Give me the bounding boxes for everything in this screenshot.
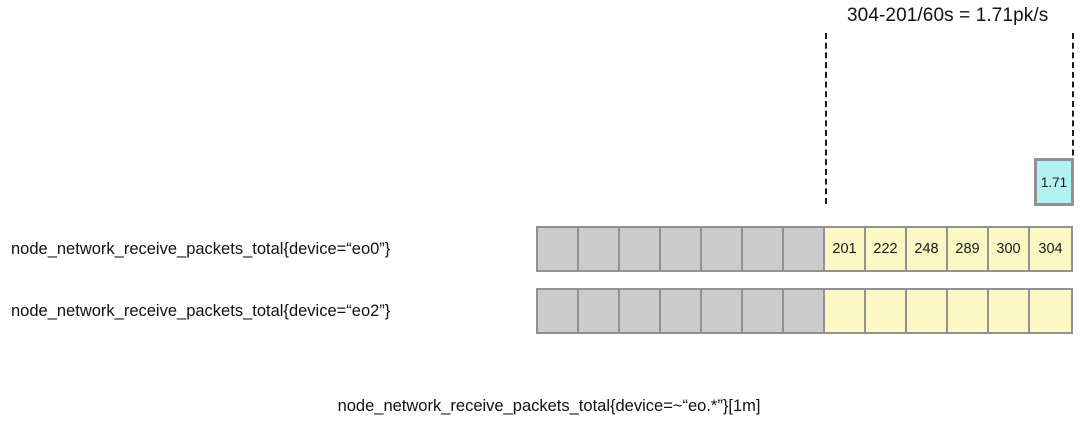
- series-label-eo2: node_network_receive_packets_total{devic…: [11, 302, 391, 320]
- sample-cell-past: [579, 290, 620, 332]
- sample-cell-window: [948, 290, 989, 332]
- sample-cell-window: [825, 290, 866, 332]
- sample-cell-past: [702, 290, 743, 332]
- window-end-dashed-line: [1072, 33, 1074, 204]
- sample-cell-past: [579, 228, 620, 270]
- sample-cell-past: [538, 290, 579, 332]
- sample-cell-past: [661, 290, 702, 332]
- sample-cell-past: [661, 228, 702, 270]
- sample-cell-window: 304: [1030, 228, 1071, 270]
- query-caption: node_network_receive_packets_total{devic…: [0, 396, 1080, 417]
- sample-cell-past: [702, 228, 743, 270]
- sample-cell-window: 300: [989, 228, 1030, 270]
- sample-cell-window: 222: [866, 228, 907, 270]
- sample-cell-past: [784, 228, 825, 270]
- sample-cell-past: [538, 228, 579, 270]
- sample-cell-window: [989, 290, 1030, 332]
- series-row-eo2: [536, 288, 1073, 334]
- rate-formula-annotation: 304-201/60s = 1.71pk/s: [847, 5, 1049, 26]
- sample-cell-window: [907, 290, 948, 332]
- sample-cell-past: [620, 290, 661, 332]
- sample-cell-past: [784, 290, 825, 332]
- window-start-dashed-line: [825, 33, 827, 204]
- series-row-eo0: 201 222 248 289 300 304: [536, 226, 1073, 272]
- query-caption-text: node_network_receive_packets_total{devic…: [337, 397, 761, 415]
- sample-cell-past: [743, 228, 784, 270]
- rate-result-box: 1.71: [1034, 158, 1074, 206]
- sample-cell-window: 289: [948, 228, 989, 270]
- sample-cell-window: [1030, 290, 1071, 332]
- series-label-eo0: node_network_receive_packets_total{devic…: [11, 240, 391, 258]
- sample-cell-past: [620, 228, 661, 270]
- sample-cell-window: 201: [825, 228, 866, 270]
- sample-cell-window: [866, 290, 907, 332]
- sample-cell-window: 248: [907, 228, 948, 270]
- sample-cell-past: [743, 290, 784, 332]
